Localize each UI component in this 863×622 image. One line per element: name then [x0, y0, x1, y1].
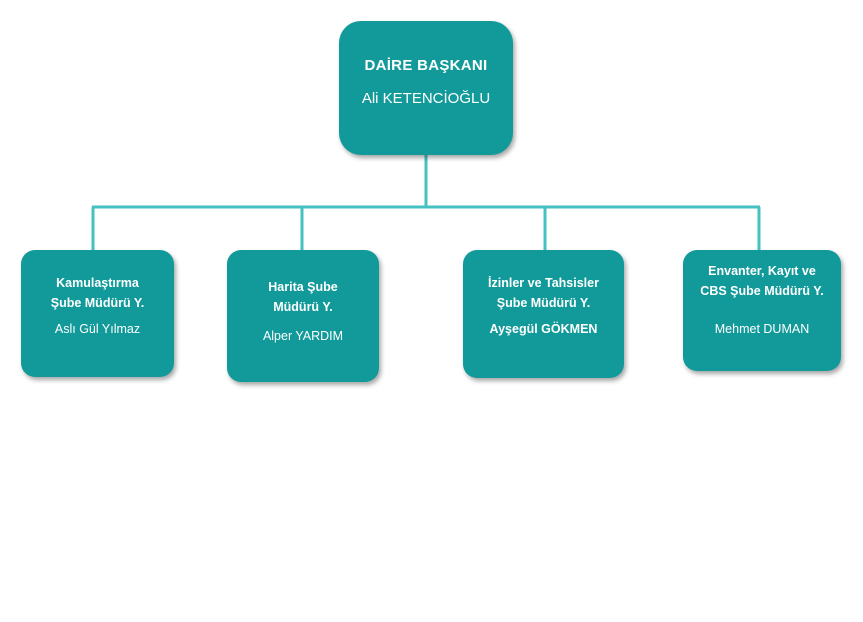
branch-manager-name: Aslı Gül Yılmaz: [54, 322, 141, 336]
branch-box-izinler: İzinler ve Tahsisler Şube Müdürü Y. Ayşe…: [463, 250, 624, 378]
branch-manager-name: Ayşegül GÖKMEN: [489, 322, 598, 336]
branch-title-line2: Şube Müdürü Y.: [496, 296, 591, 310]
department-head-name: Ali KETENCİOĞLU: [361, 90, 491, 107]
department-head-box: DAİRE BAŞKANI Ali KETENCİOĞLU: [339, 21, 513, 155]
branch-manager-name: Mehmet DUMAN: [714, 322, 810, 336]
branch-title-line1: İzinler ve Tahsisler: [488, 276, 599, 290]
branch-title-line1: Kamulaştırma: [56, 276, 139, 290]
branch-box-harita: Harita Şube Müdürü Y. Alper YARDIM: [227, 250, 379, 382]
branch-title-line2: CBS Şube Müdürü Y.: [700, 284, 824, 298]
branch-title-line2: Şube Müdürü Y.: [50, 296, 145, 310]
department-head-title: DAİRE BAŞKANI: [364, 57, 488, 74]
branch-manager-name: Alper YARDIM: [262, 329, 344, 343]
branch-title-line1: Envanter, Kayıt ve: [708, 264, 816, 278]
branch-title-line1: Harita Şube: [268, 280, 338, 294]
branch-title-line2: Müdürü Y.: [273, 300, 333, 314]
branch-box-kamulastirma: Kamulaştırma Şube Müdürü Y. Aslı Gül Yıl…: [21, 250, 174, 377]
branch-box-envanter: Envanter, Kayıt ve CBS Şube Müdürü Y. Me…: [683, 250, 841, 371]
